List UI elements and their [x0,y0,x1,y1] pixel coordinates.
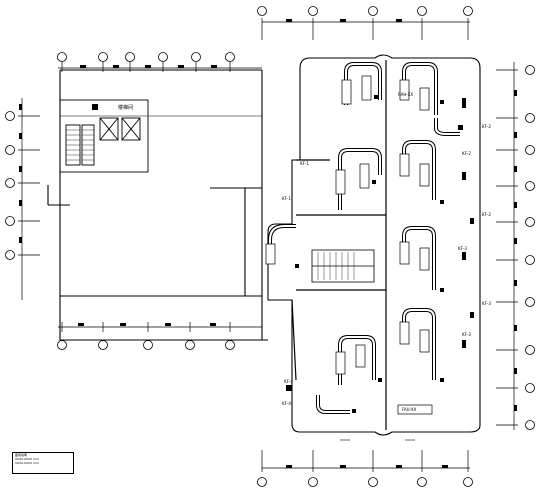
stair-core [59,99,149,173]
left-bottom-bubbles [57,340,235,350]
air-handling-units [265,75,433,415]
equip-tag: KF-3 [482,301,491,306]
right-dimension [496,62,518,430]
equip-tag: KF-3 [458,246,467,251]
top-grid-bubbles [257,6,473,16]
equip-tag: KF-3 [462,332,471,337]
equip-tag: KF-2 [482,212,491,217]
equip-tag: KF-2 [482,124,491,129]
bottom-grid-bubbles [257,477,473,487]
equip-tag: KF-4 [282,401,291,406]
left-top-bubbles [57,52,235,62]
equip-tag: KF-4 [284,379,293,384]
main-duct-riser [291,60,387,430]
equip-tag: KF-1 [282,196,291,201]
diffusers [286,95,474,413]
top-dim-ticks [286,19,402,22]
duct-loops-inner [269,63,460,413]
bottom-dimension [261,450,470,472]
center-stair [311,249,375,283]
right-building-walls [267,54,481,436]
left-bottom-dimension [58,322,262,332]
bottom-unit-label: FAU-XX [402,407,417,412]
left-dimension [18,98,40,300]
legend-line-1: XXXX-XXXX mm [15,457,40,461]
left-building-walls [47,69,268,341]
unit-label: RAH-XX [398,92,413,97]
legend-line-2: XXXX-XXXX mm [15,461,40,465]
top-dimension-line [261,18,470,40]
left-grid-bubbles [5,111,15,260]
right-grid-bubbles [525,65,535,430]
stair-core-label: 楼梯间 [118,104,133,111]
legend-title: 图例说明 [15,453,28,457]
equip-tag: KF-1 [300,161,309,166]
legend-box: 图例说明 XXXX-XXXX mm XXXX-XXXX mm [12,452,74,474]
equip-tag: KF-2 [462,151,471,156]
